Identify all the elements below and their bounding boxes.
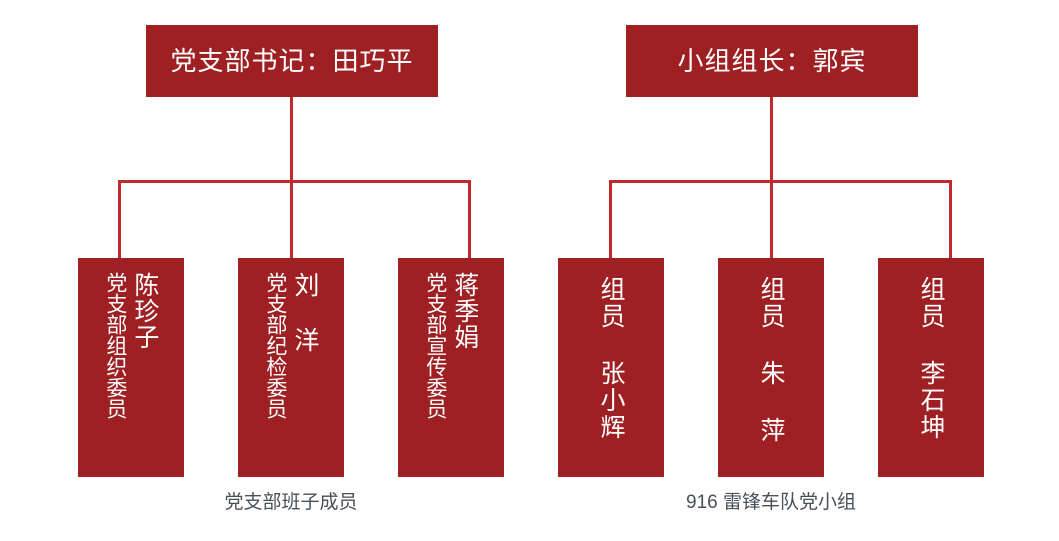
leaf-node-party-branch-3[interactable]: 蒋季娟 党支部宣传委员 (398, 258, 504, 477)
leaf-node-party-branch-1[interactable]: 陈珍子 党支部组织委员 (78, 258, 184, 477)
connector-drop-2-lei-feng-team (770, 180, 773, 258)
leaf-label-lei-feng-team-2: 组员 朱 萍 (757, 276, 785, 444)
leaf-label-lei-feng-team-3: 组员 李石坤 (917, 276, 945, 441)
leaf-node-lei-feng-team-2[interactable]: 组员 朱 萍 (718, 258, 824, 477)
leaf-person-party-branch-2: 刘 洋 (290, 272, 319, 353)
group-caption-party-branch: 党支部班子成员 (224, 492, 358, 513)
leaf-role-party-branch-3: 党支部宣传委员 (423, 272, 447, 419)
connector-drop-1-party-branch (118, 180, 121, 258)
leaf-person-party-branch-3: 蒋季娟 (450, 272, 479, 350)
connector-drop-1-lei-feng-team (609, 180, 612, 258)
connector-horizontal-bar-party-branch (118, 180, 471, 183)
connector-drop-2-party-branch (290, 180, 293, 258)
connector-drop-3-lei-feng-team (949, 180, 952, 258)
connector-root-stem-party-branch (290, 97, 293, 181)
leaf-node-party-branch-2[interactable]: 刘 洋 党支部纪检委员 (238, 258, 344, 477)
connector-root-stem-lei-feng-team (770, 97, 773, 181)
leaf-role-party-branch-1: 党支部组织委员 (103, 272, 127, 419)
leaf-person-party-branch-1: 陈珍子 (130, 272, 159, 350)
leaf-node-lei-feng-team-1[interactable]: 组员 张小辉 (558, 258, 664, 477)
group-caption-lei-feng-team: 916 雷锋车队党小组 (686, 492, 856, 513)
leaf-node-lei-feng-team-3[interactable]: 组员 李石坤 (878, 258, 984, 477)
leaf-label-lei-feng-team-1: 组员 张小辉 (597, 276, 625, 441)
root-node-label-lei-feng-team: 小组组长：郭宾 (677, 46, 867, 76)
connector-horizontal-bar-lei-feng-team (609, 180, 952, 183)
connector-drop-3-party-branch (468, 180, 471, 258)
root-node-lei-feng-team[interactable]: 小组组长：郭宾 (626, 25, 918, 97)
leaf-role-party-branch-2: 党支部纪检委员 (263, 272, 287, 419)
root-node-label-party-branch: 党支部书记：田巧平 (170, 46, 414, 76)
root-node-party-branch[interactable]: 党支部书记：田巧平 (146, 25, 438, 97)
